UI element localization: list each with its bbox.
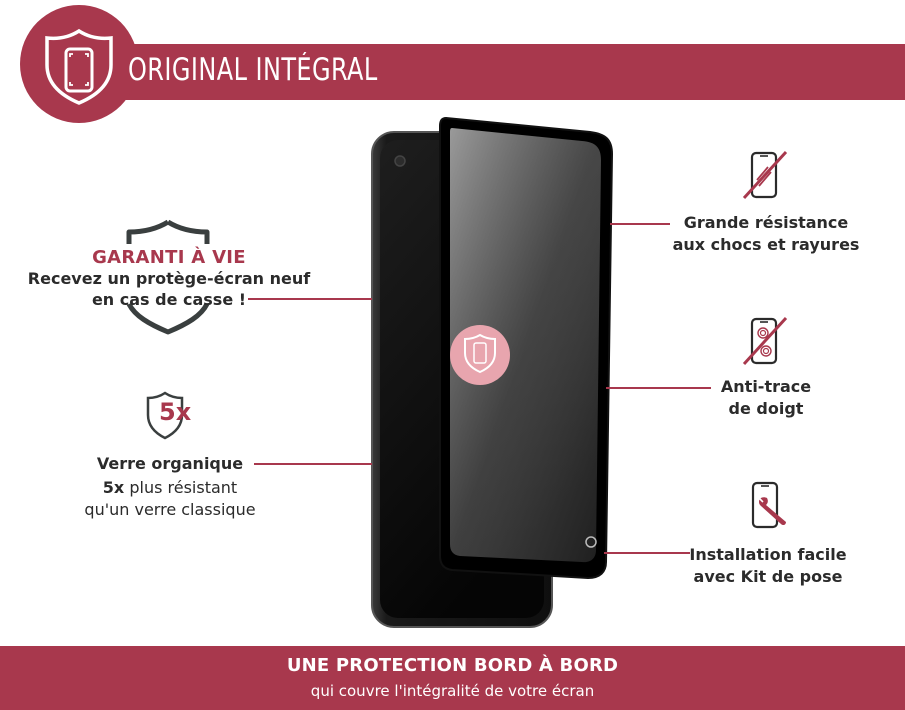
feature-1-line1: Grande résistance <box>683 213 849 232</box>
connector-line-organic <box>254 463 372 465</box>
page-title: ORIGINAL INTÉGRAL <box>128 52 378 88</box>
organic-line3: qu'un verre classique <box>84 500 256 519</box>
connector-line-feature-3 <box>604 552 690 554</box>
shield-outline-icon <box>126 219 210 335</box>
five-x-label: 5x <box>159 398 192 426</box>
organic-title: Verre organique <box>96 454 244 473</box>
feature-1-line2: aux chocs et rayures <box>672 235 860 254</box>
organic-line2-rest: plus résistant <box>124 478 238 497</box>
wrench-phone-icon <box>751 481 786 529</box>
header-badge <box>20 5 138 123</box>
fingerprint-phone-icon <box>742 316 788 366</box>
feature-2-line1: Anti-trace <box>720 377 812 396</box>
feature-3-line2: avec Kit de pose <box>693 567 843 586</box>
connector-line-feature-2 <box>606 387 711 389</box>
footer-bar <box>0 646 905 710</box>
phone-illustration <box>371 116 614 628</box>
connector-line-guarantee <box>248 298 372 300</box>
guarantee-title: GARANTI À VIE <box>92 247 246 268</box>
shield-phone-icon <box>45 28 113 105</box>
guarantee-line1: Recevez un protège-écran neuf <box>27 269 311 288</box>
feature-2-line2: de doigt <box>728 399 804 418</box>
header-bar <box>70 44 905 100</box>
organic-line2: 5x plus résistant <box>90 477 250 499</box>
footer-subtitle: qui couvre l'intégralité de votre écran <box>310 682 595 700</box>
feature-3-line1: Installation facile <box>689 545 847 564</box>
five-x-badge: 5x <box>145 389 197 441</box>
scratch-phone-icon <box>742 150 788 200</box>
connector-line-feature-1 <box>610 223 670 225</box>
footer-title: UNE PROTECTION BORD À BORD <box>286 655 619 676</box>
organic-5x-bold: 5x <box>102 478 125 497</box>
guarantee-line2: en cas de casse ! <box>91 290 247 309</box>
shield-5x-icon <box>146 391 184 440</box>
